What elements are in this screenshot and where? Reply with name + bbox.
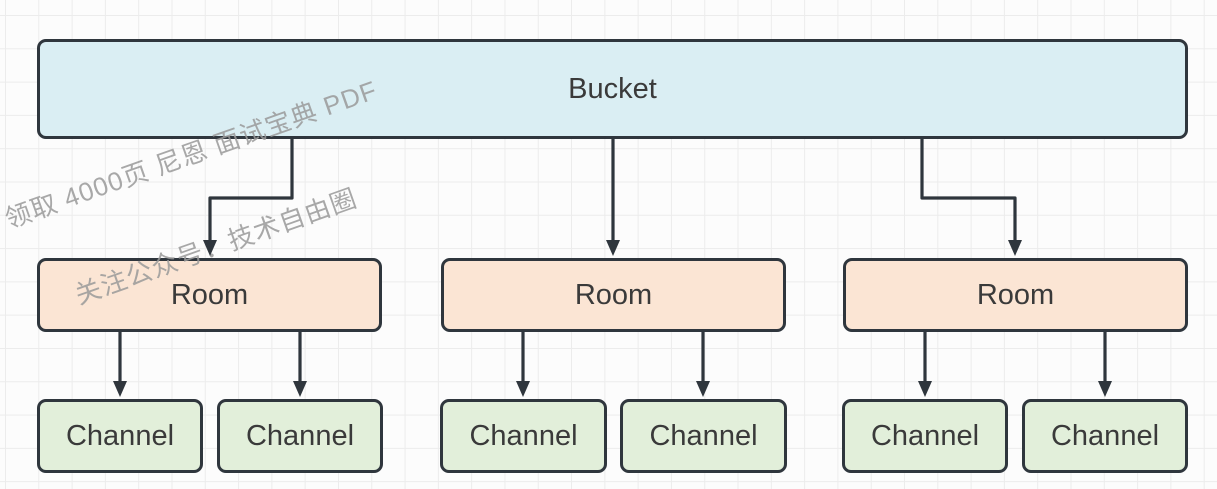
node-room-3: Room: [843, 258, 1188, 332]
node-bucket: Bucket: [37, 39, 1188, 139]
node-room-2: Room: [441, 258, 786, 332]
node-room-2-label: Room: [574, 278, 653, 311]
node-channel-3: Channel: [440, 399, 607, 473]
arrow-room1-to-channel-2: [293, 332, 307, 397]
arrow-room3-to-channel-5: [918, 332, 932, 397]
node-room-3-label: Room: [976, 278, 1055, 311]
node-room-1: Room: [37, 258, 382, 332]
node-channel-4: Channel: [620, 399, 787, 473]
node-channel-6-label: Channel: [1050, 419, 1160, 452]
arrow-bucket-to-room-3: [920, 139, 1022, 256]
arrow-room2-to-channel-3: [516, 332, 530, 397]
node-channel-2-label: Channel: [245, 419, 355, 452]
node-channel-4-label: Channel: [649, 419, 758, 452]
node-channel-3-label: Channel: [469, 419, 578, 452]
node-channel-5-label: Channel: [870, 419, 980, 452]
node-room-1-label: Room: [170, 278, 249, 311]
arrow-room2-to-channel-4: [696, 332, 710, 397]
arrow-room1-to-channel-1: [113, 332, 127, 397]
node-channel-2: Channel: [217, 399, 383, 473]
node-channel-1-label: Channel: [65, 419, 175, 452]
node-channel-5: Channel: [842, 399, 1008, 473]
node-channel-1: Channel: [37, 399, 203, 473]
node-bucket-label: Bucket: [568, 72, 657, 105]
node-channel-6: Channel: [1022, 399, 1188, 473]
arrow-bucket-to-room-2: [606, 139, 620, 256]
arrow-room3-to-channel-6: [1098, 332, 1112, 397]
